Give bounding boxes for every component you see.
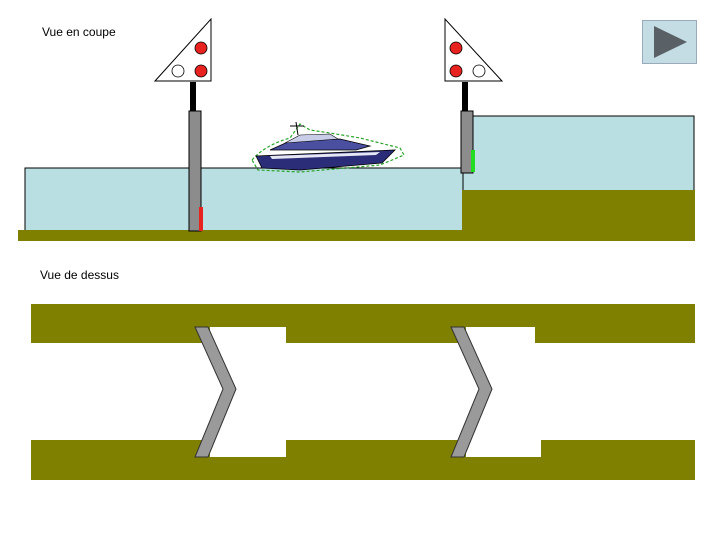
signal-left-light-bottom-right <box>194 64 208 78</box>
left-gate <box>188 110 202 232</box>
right-gate-post <box>462 82 468 112</box>
signal-right-light-bottom-right <box>472 64 486 78</box>
section-view <box>18 17 695 241</box>
signal-right-light-bottom-left <box>449 64 463 78</box>
left-gate-red-indicator <box>199 207 203 231</box>
upper-water <box>462 115 695 193</box>
top-bank-lower <box>31 440 695 480</box>
boat <box>251 121 405 173</box>
play-triangle-icon <box>642 20 697 64</box>
signal-left-light-bottom-left <box>171 64 185 78</box>
signal-right <box>444 17 504 82</box>
signal-right-light-top <box>449 41 463 55</box>
recess-2-bottom <box>466 440 541 457</box>
right-gate-green-indicator <box>471 150 475 172</box>
right-gate <box>460 110 474 174</box>
canal-bed <box>18 230 695 241</box>
top-view-label: Vue de dessus <box>40 268 119 282</box>
recess-1-top <box>210 327 286 344</box>
lower-water <box>24 167 464 233</box>
top-bank-upper <box>31 304 695 343</box>
recess-1-bottom <box>210 440 286 457</box>
top-gate-right <box>450 326 493 458</box>
play-button[interactable] <box>642 20 697 64</box>
signal-left-light-top <box>194 41 208 55</box>
upper-bank <box>462 190 695 241</box>
top-gate-left <box>194 326 237 458</box>
top-view <box>31 304 695 480</box>
recess-2-top <box>466 327 535 344</box>
section-view-label: Vue en coupe <box>42 25 116 39</box>
signal-left <box>153 17 212 82</box>
left-gate-post <box>190 82 196 112</box>
